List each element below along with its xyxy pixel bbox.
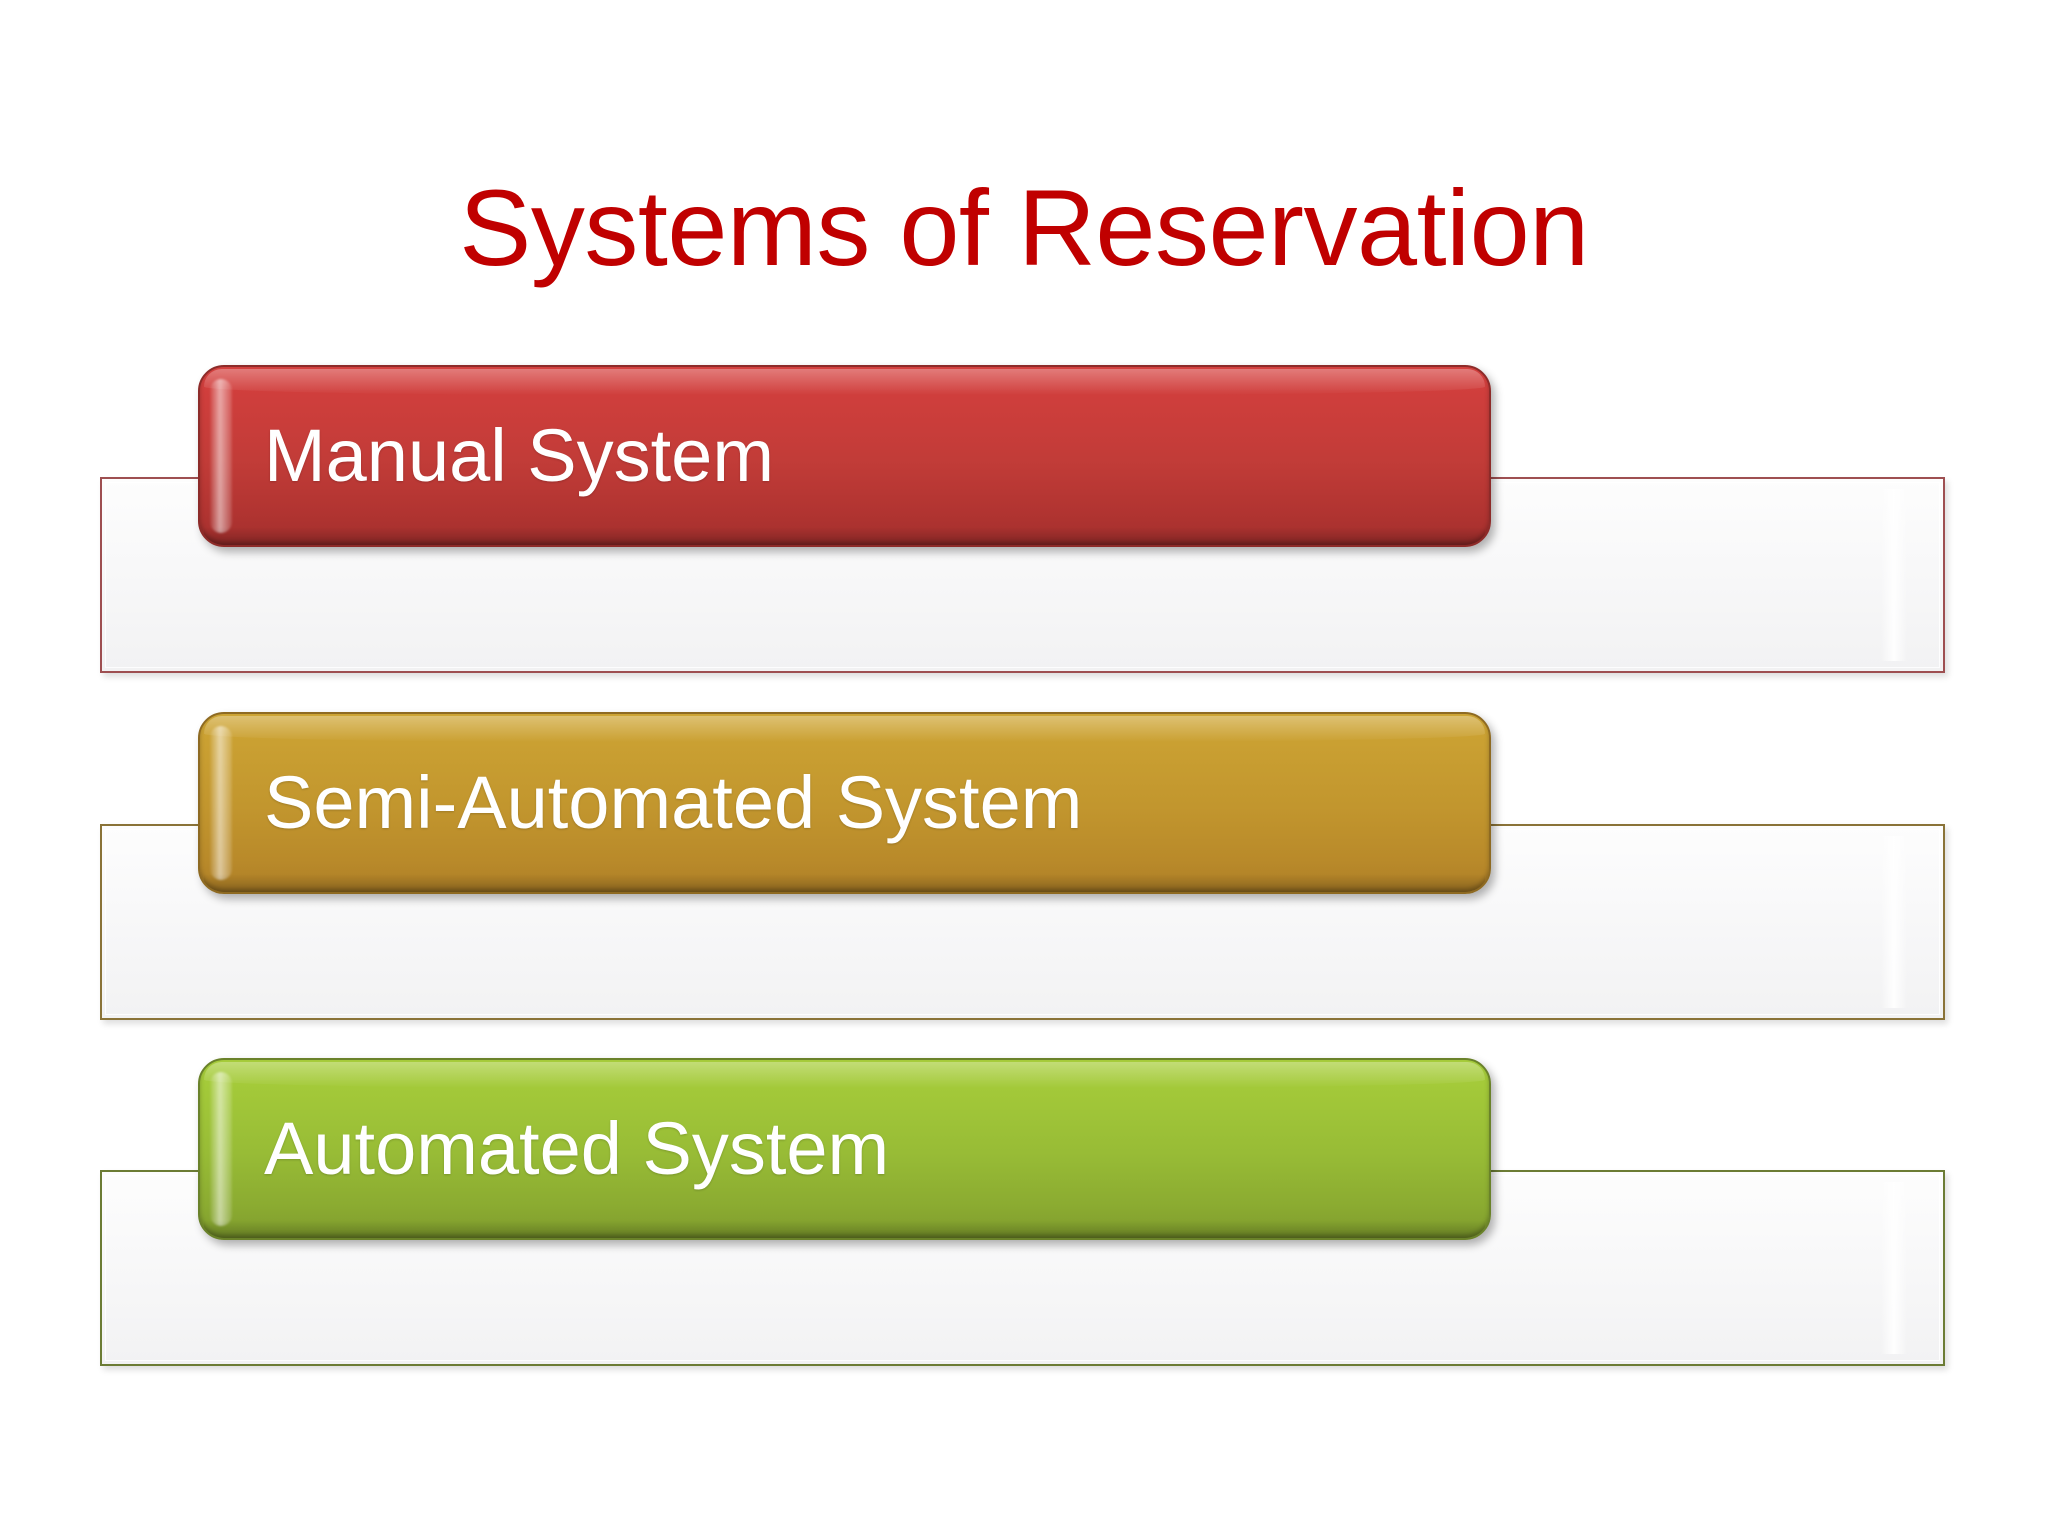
panel-sheen — [1881, 836, 1907, 1008]
process-bar-automated-system[interactable]: Automated System — [198, 1058, 1491, 1240]
panel-sheen — [1881, 1182, 1907, 1354]
page-title: Systems of Reservation — [459, 167, 1589, 289]
process-bar-label: Semi-Automated System — [264, 761, 1083, 844]
process-row: Manual System — [0, 365, 2048, 685]
panel-sheen — [1881, 489, 1907, 661]
process-bar-semi-automated-system[interactable]: Semi-Automated System — [198, 712, 1491, 894]
process-row: Automated System — [0, 1058, 2048, 1378]
process-bar-label: Automated System — [264, 1107, 890, 1190]
bar-top-highlight — [204, 369, 1485, 395]
process-bar-manual-system[interactable]: Manual System — [198, 365, 1491, 547]
process-bar-label: Manual System — [264, 414, 774, 497]
bar-bottom-shade — [204, 1220, 1485, 1238]
bar-top-highlight — [204, 716, 1485, 742]
bar-top-highlight — [204, 1062, 1485, 1088]
bar-bottom-shade — [204, 527, 1485, 545]
process-row: Semi-Automated System — [0, 712, 2048, 1032]
bar-bottom-shade — [204, 874, 1485, 892]
